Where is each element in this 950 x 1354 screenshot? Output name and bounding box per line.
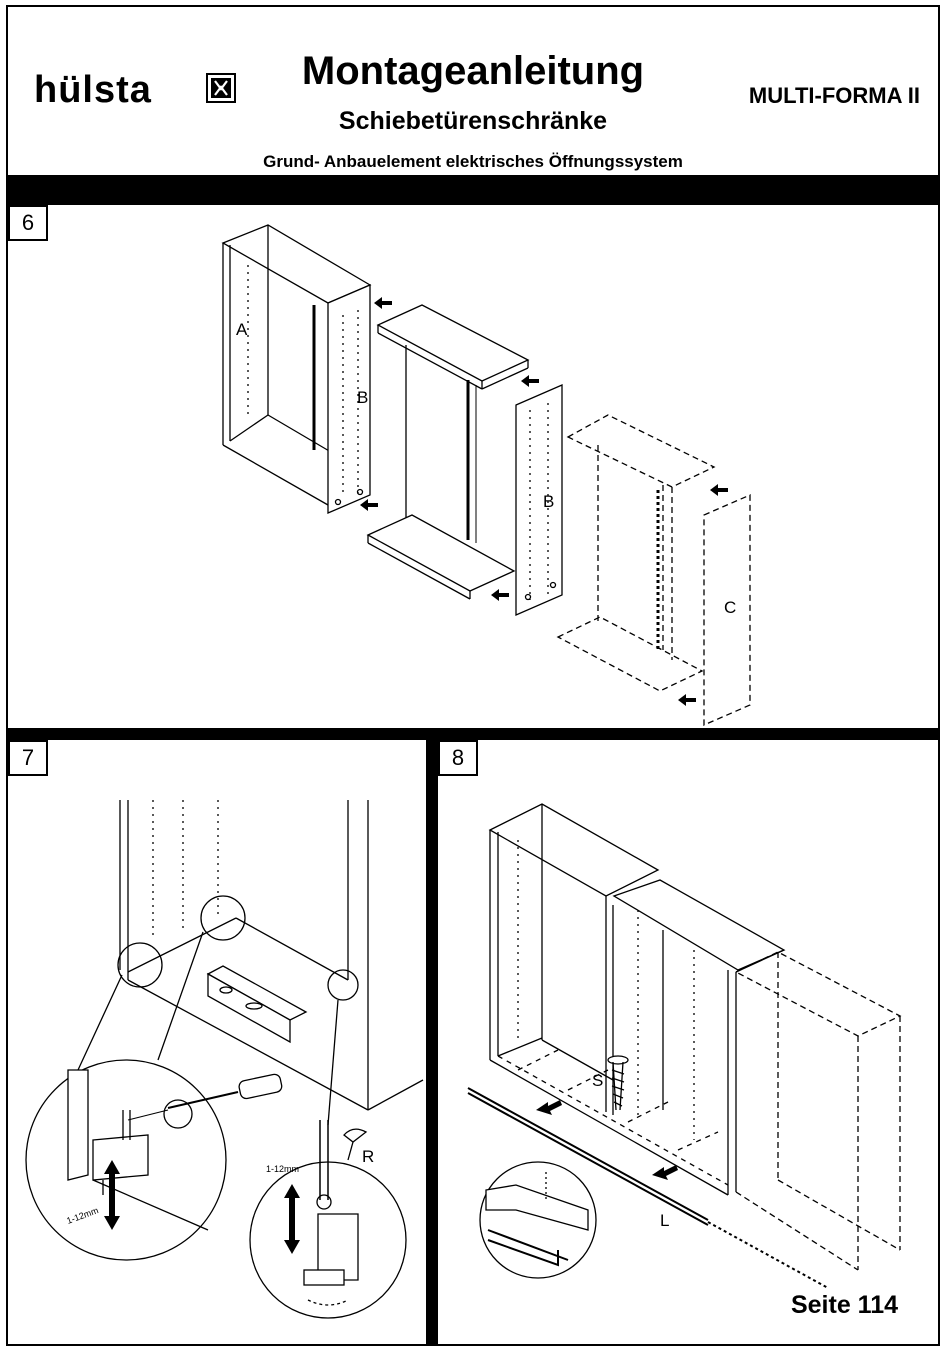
cabinet-frame-a [223,225,370,513]
cabinet-add-on-dashed [736,952,900,1270]
page-number: Seite 114 [791,1291,898,1320]
section-divider-vertical [426,734,438,1346]
dimension-label-2: 1-12mm [266,1164,299,1174]
zoom-marker-mid [201,896,245,940]
page-subtitle: Schiebetürenschränke [8,107,938,136]
model-name: MULTI-FORMA II [749,83,920,109]
step-7-illustration: R 1-12mm 1-12mm [8,740,426,1346]
header-divider-bar [8,175,938,205]
instruction-page: hülsta Montageanleitung Schiebetürenschr… [6,5,940,1346]
zoom-marker-left [118,943,162,987]
screw-s [608,1056,628,1110]
label-r: R [362,1147,374,1166]
label-b-1: B [357,388,368,407]
side-panel-b2 [516,385,562,615]
zoom-marker-right [328,970,358,1000]
label-a: A [236,320,248,339]
step-6-illustration: A B B C [8,205,938,727]
panel-top-middle [378,305,528,389]
detail-circle-pin [250,1120,406,1318]
detail-circle-leveling [26,1060,283,1260]
label-l: L [660,1211,669,1230]
step-8-illustration: S L [438,740,938,1346]
page-header: hülsta Montageanleitung Schiebetürenschr… [8,7,938,175]
add-on-element-c [558,415,750,725]
label-c: C [724,598,736,617]
element-description: Grund- Anbauelement elektrisches Öffnung… [8,152,938,172]
section-divider-horizontal [8,728,938,740]
label-s: S [592,1071,603,1090]
cabinet-base-element [490,804,784,1195]
label-b-2: B [543,492,554,511]
detail-circle-rail [480,1162,596,1278]
panel-bottom-middle [368,515,514,599]
